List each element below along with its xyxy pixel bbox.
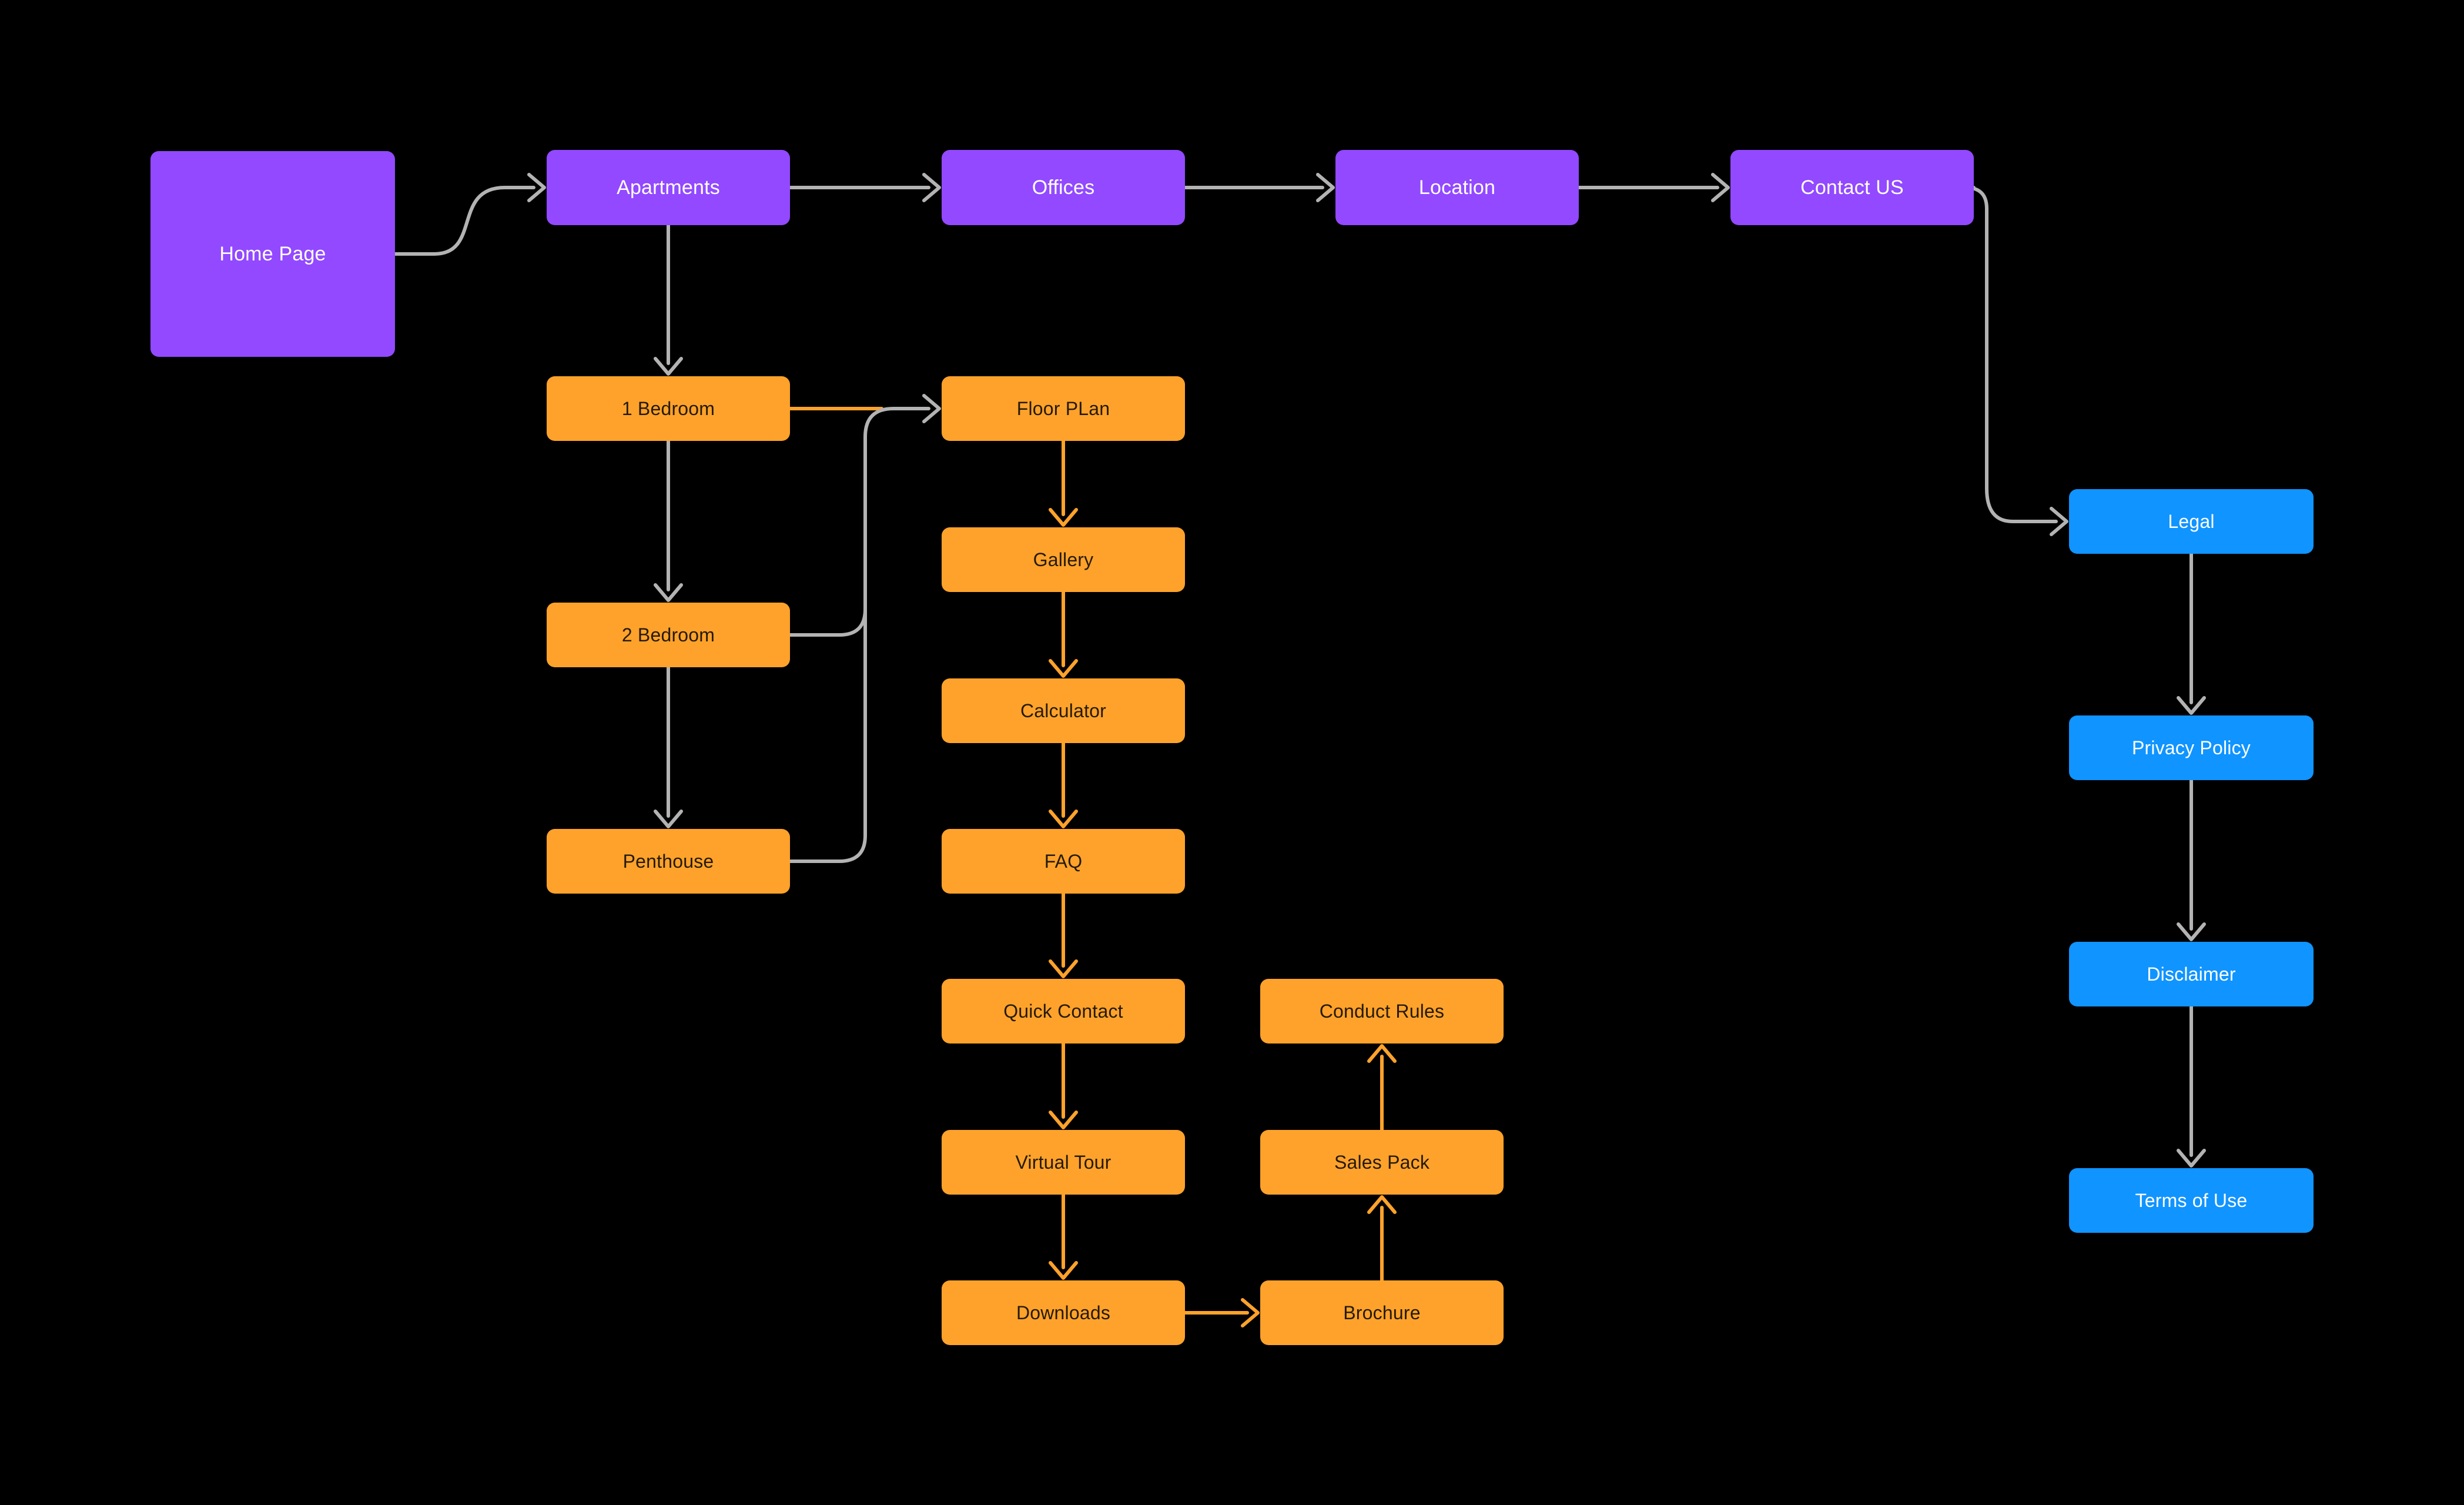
edge-line-penthouse-to-floor-plan [788,407,930,863]
node-faq[interactable]: FAQ [942,829,1185,894]
node-label-brochure: Brochure [1343,1302,1421,1323]
edge-arrow-apartments-to-offices [922,173,941,202]
node-floor-plan[interactable]: Floor PLan [942,376,1185,441]
node-label-conduct-rules: Conduct Rules [1319,1000,1445,1022]
node-offices[interactable]: Offices [942,150,1185,225]
edge-line-two-bedroom-to-floor-plan [788,607,867,637]
edge-arrow-contact-us-to-legal [2050,507,2068,536]
edge-arrow-location-to-contact-us [1711,173,1730,202]
node-location[interactable]: Location [1335,150,1579,225]
node-label-sales-pack: Sales Pack [1334,1151,1430,1173]
edge-arrow-offices-to-location [1316,173,1335,202]
node-privacy-policy[interactable]: Privacy Policy [2069,715,2314,780]
node-label-virtual-tour: Virtual Tour [1015,1151,1112,1173]
edge-arrow-quick-contact-to-virtual-tour [1049,1111,1078,1129]
node-label-faq: FAQ [1044,850,1083,872]
edge-line-home-to-apartments [393,186,535,256]
edge-arrow-brochure-to-sales-pack [1367,1195,1397,1214]
edge-arrow-downloads-to-brochure [1241,1298,1260,1327]
edge-line-contact-us-to-legal [1964,186,2058,523]
node-virtual-tour[interactable]: Virtual Tour [942,1130,1185,1195]
edge-arrow-home-to-apartments [527,173,546,202]
node-sales-pack[interactable]: Sales Pack [1260,1130,1504,1195]
node-terms-of-use[interactable]: Terms of Use [2069,1168,2314,1233]
node-downloads[interactable]: Downloads [942,1280,1185,1345]
edge-arrow-one-bedroom-to-two-bedroom [654,583,683,602]
edge-arrow-apartments-to-one-bedroom [654,357,683,376]
node-label-contact-us: Contact US [1800,176,1904,199]
node-calculator[interactable]: Calculator [942,678,1185,743]
node-gallery[interactable]: Gallery [942,527,1185,592]
node-label-calculator: Calculator [1020,700,1107,721]
node-label-offices: Offices [1032,176,1095,199]
node-label-penthouse: Penthouse [622,850,714,872]
edge-arrow-floor-plan-to-gallery [1049,508,1078,527]
edge-arrow-virtual-tour-to-downloads [1049,1261,1078,1280]
node-label-downloads: Downloads [1016,1302,1111,1323]
node-label-location: Location [1418,176,1496,199]
node-conduct-rules[interactable]: Conduct Rules [1260,979,1504,1044]
edge-arrow-faq-to-quick-contact [1049,959,1078,978]
node-label-terms-of-use: Terms of Use [2135,1189,2248,1211]
node-penthouse[interactable]: Penthouse [547,829,790,894]
node-label-two-bedroom: 2 Bedroom [621,624,715,646]
node-label-privacy-policy: Privacy Policy [2132,737,2251,758]
node-legal[interactable]: Legal [2069,489,2314,554]
edge-arrow-to-floor-plan [922,394,941,423]
node-label-one-bedroom: 1 Bedroom [621,397,715,419]
edge-arrow-disclaimer-to-terms-of-use [2177,1149,2206,1168]
node-contact-us[interactable]: Contact US [1730,150,1974,225]
edge-arrow-privacy-policy-to-disclaimer [2177,922,2206,941]
node-label-disclaimer: Disclaimer [2147,963,2236,985]
node-label-gallery: Gallery [1033,549,1094,570]
node-disclaimer[interactable]: Disclaimer [2069,942,2314,1006]
edge-arrow-legal-to-privacy-policy [2177,696,2206,715]
node-label-legal: Legal [2168,510,2215,532]
node-apartments[interactable]: Apartments [547,150,790,225]
node-quick-contact[interactable]: Quick Contact [942,979,1185,1044]
node-label-apartments: Apartments [617,176,720,199]
node-home[interactable]: Home Page [150,151,395,357]
node-label-home: Home Page [219,242,326,265]
node-label-quick-contact: Quick Contact [1003,1000,1123,1022]
edge-arrow-two-bedroom-to-penthouse [654,810,683,828]
edge-arrow-gallery-to-calculator [1049,659,1078,678]
node-label-floor-plan: Floor PLan [1016,397,1110,419]
edge-arrow-calculator-to-faq [1049,810,1078,828]
node-two-bedroom[interactable]: 2 Bedroom [547,603,790,667]
node-brochure[interactable]: Brochure [1260,1280,1504,1345]
node-one-bedroom[interactable]: 1 Bedroom [547,376,790,441]
edge-arrow-sales-pack-to-conduct-rules [1367,1044,1397,1063]
